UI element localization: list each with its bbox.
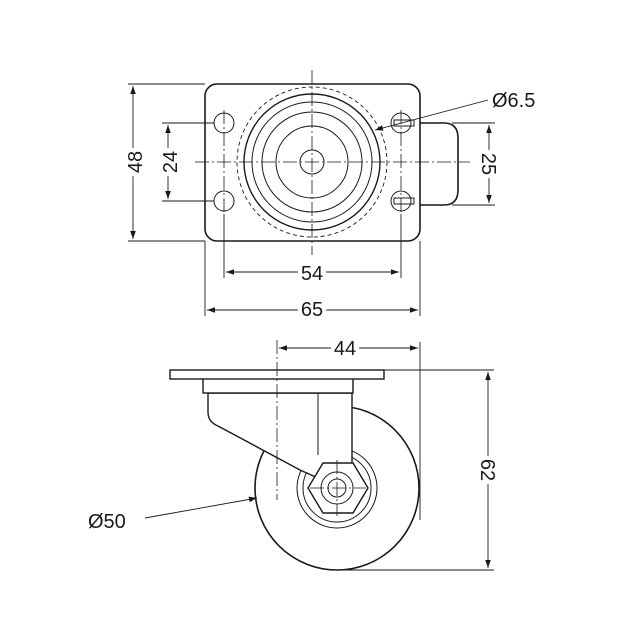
label-background — [85, 510, 129, 534]
label-background — [124, 147, 148, 177]
dimension-hole-spacing-horizontal: 54 — [223, 214, 402, 286]
dimension-plate-width: 65 — [204, 241, 421, 322]
top-view — [195, 70, 470, 255]
label-background — [330, 337, 360, 361]
dimension-brake-height: 25 — [452, 122, 500, 206]
label-bolt-hole-diameter: Ø6.5 — [492, 90, 535, 112]
label-background — [476, 149, 500, 179]
label-hole-spacing-vertical: 24 — [160, 151, 182, 173]
side-view — [169, 340, 420, 571]
label-background — [297, 262, 327, 286]
label-overall-height: 62 — [476, 459, 498, 481]
dimension-overall-height: 62 — [337, 369, 499, 571]
brake-slot-bottom — [393, 197, 415, 205]
label-plate-width: 65 — [301, 299, 323, 321]
label-plate-height: 48 — [125, 151, 147, 173]
label-brake-height: 25 — [477, 153, 499, 175]
dimension-plate-height: 48 — [124, 83, 205, 242]
swivel-bearing — [202, 377, 354, 394]
brake-slot-top — [393, 119, 415, 127]
label-swivel-offset: 44 — [334, 338, 356, 360]
dimension-wheel-diameter: Ø50 — [85, 496, 258, 534]
label-background — [475, 455, 499, 485]
label-background — [489, 89, 539, 113]
dimension-swivel-offset: 44 — [279, 337, 421, 520]
dimension-bolt-hole-diameter: Ø6.5 — [374, 89, 539, 131]
label-background — [159, 147, 183, 177]
label-wheel-diameter: Ø50 — [88, 511, 126, 533]
label-hole-spacing-horizontal: 54 — [301, 263, 323, 285]
dimension-hole-spacing-vertical: 24 — [159, 122, 214, 202]
label-background — [297, 298, 327, 322]
